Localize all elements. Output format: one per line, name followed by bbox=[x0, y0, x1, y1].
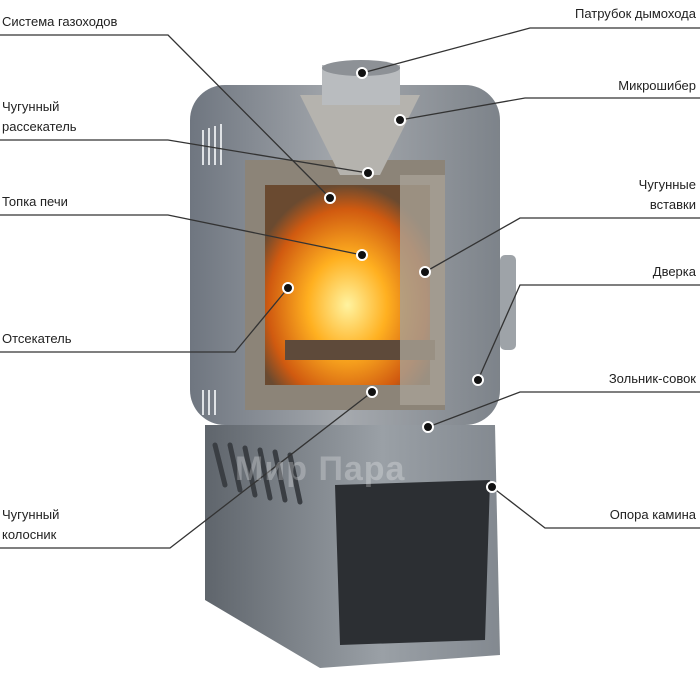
watermark: Мир Пара bbox=[235, 450, 406, 488]
marker-dots bbox=[282, 67, 498, 493]
label-gas-system: Система газоходов bbox=[2, 14, 118, 29]
label-support: Опора камина bbox=[609, 507, 696, 522]
label-ash-pan: Зольник-совок bbox=[608, 371, 696, 386]
label-firebox: Топка печи bbox=[2, 194, 68, 209]
label-door: Дверка bbox=[652, 264, 696, 279]
stove-body bbox=[190, 60, 516, 425]
stove-base bbox=[205, 425, 500, 668]
leader-lines bbox=[0, 27, 700, 549]
label-inserts-line1: Чугунные bbox=[638, 177, 696, 192]
label-chimney-pipe: Патрубок дымохода bbox=[574, 6, 696, 21]
label-divider-line1: Чугунный bbox=[2, 99, 60, 114]
label-cutoff: Отсекатель bbox=[2, 331, 72, 346]
label-grate-line1: Чугунный bbox=[2, 507, 60, 522]
label-grate-line2: колосник bbox=[2, 527, 57, 542]
label-micro-damper: Микрошибер bbox=[618, 78, 696, 93]
label-inserts-line2: вставки bbox=[649, 197, 696, 212]
label-divider-line2: рассекатель bbox=[2, 119, 77, 134]
